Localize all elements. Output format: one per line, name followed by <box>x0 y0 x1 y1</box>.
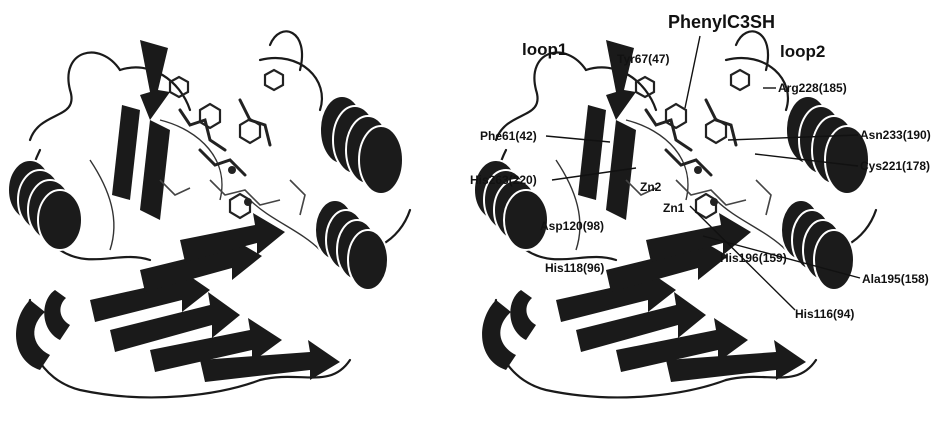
label-asn233: Asn233(190) <box>860 128 931 142</box>
label-phenylc3sh: PhenylC3SH <box>668 12 775 32</box>
label-his196: His196(159) <box>720 251 787 265</box>
label-arg228: Arg228(185) <box>778 81 847 95</box>
label-tyr67: Tyr67(47) <box>617 52 669 66</box>
label-ala195: Ala195(158) <box>862 272 929 286</box>
label-cys221: Cys221(178) <box>860 159 930 173</box>
label-zn1: Zn1 <box>663 201 685 215</box>
label-phe61: Phe61(42) <box>480 129 537 143</box>
label-asp120: Asp120(98) <box>540 219 604 233</box>
label-loop1: loop1 <box>522 40 567 59</box>
label-his263: His263(220) <box>470 173 537 187</box>
label-his116: His116(94) <box>795 307 854 321</box>
label-zn2: Zn2 <box>640 180 662 194</box>
left-stereo-view <box>8 31 410 397</box>
label-loop2: loop2 <box>780 42 825 61</box>
label-his118: His118(96) <box>545 261 604 275</box>
